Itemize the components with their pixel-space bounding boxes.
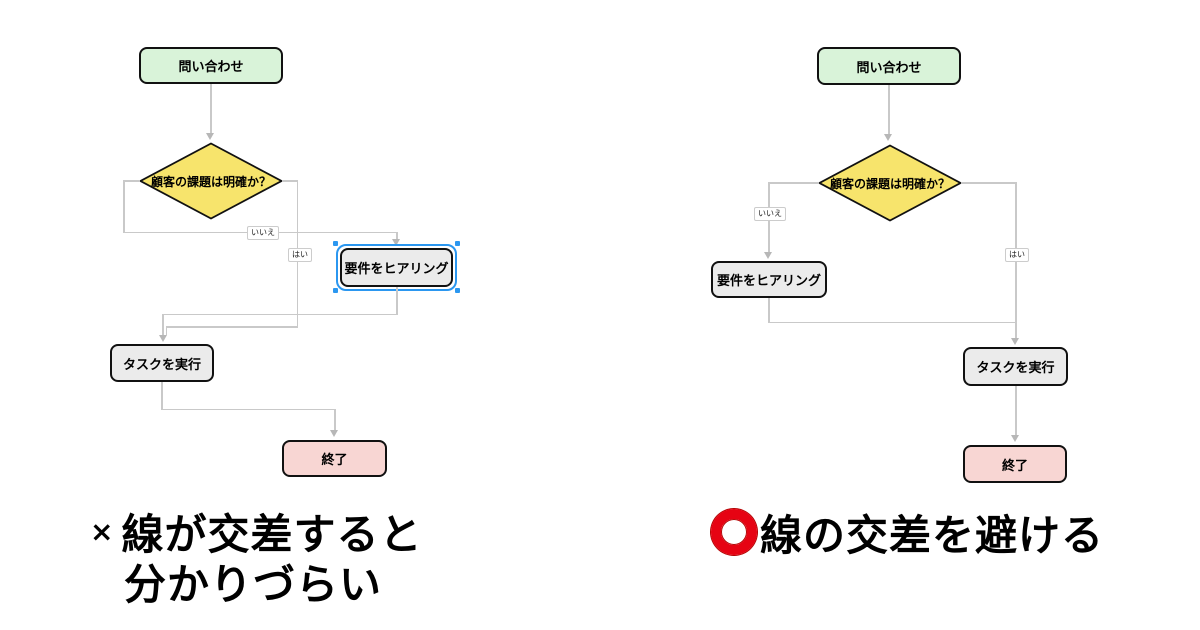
bad-caption-line2: 分かりづらい: [124, 556, 382, 609]
red-circle-icon: [711, 509, 757, 555]
arrowhead-icon: [206, 133, 215, 140]
node-end-label: 終了: [1001, 458, 1028, 474]
arrowhead-icon: [392, 239, 401, 246]
node-end: 終了: [963, 445, 1067, 483]
selection-handle: [455, 288, 460, 293]
node-start: 問い合わせ: [817, 47, 961, 85]
diamond-shape-icon: [818, 144, 962, 222]
node-task: タスクを実行: [110, 344, 214, 382]
node-decision: 顧客の課題は明確か？: [139, 142, 283, 220]
connector-segment: [162, 314, 164, 335]
bad-caption-text2: 分かりづらい: [124, 559, 383, 609]
selection-handle: [333, 241, 338, 246]
selection-handle: [333, 288, 338, 293]
node-hearing: 要件をヒアリング: [711, 261, 827, 298]
connector-segment: [396, 232, 398, 239]
connector-segment: [165, 326, 298, 328]
connector-segment: [165, 327, 168, 335]
connector-segment: [123, 180, 125, 233]
diamond-shape-icon: [139, 142, 283, 220]
connector-segment: [768, 182, 819, 184]
arrowhead-icon: [1011, 338, 1020, 345]
node-start-label: 問い合わせ: [178, 60, 244, 75]
bad-caption-text1: 線が交差すると: [121, 509, 423, 559]
connector-segment: [396, 287, 398, 315]
edge-label-no: いいえ: [754, 207, 786, 221]
node-hearing-label: 要件をヒアリング: [716, 274, 821, 289]
connector-segment: [210, 84, 212, 133]
node-task-label: タスクを実行: [122, 357, 201, 373]
node-decision-label: 顧客の課題は明確か？: [829, 176, 950, 191]
selection-handle: [455, 241, 460, 246]
edge-label-yes: はい: [1005, 248, 1029, 262]
edge-label-no: いいえ: [247, 226, 279, 240]
node-task-label: タスクを実行: [976, 361, 1055, 376]
cross-mark: ×: [90, 514, 114, 548]
arrowhead-icon: [330, 430, 339, 437]
connector-segment: [768, 298, 770, 323]
node-start: 問い合わせ: [139, 47, 283, 84]
arrowhead-icon: [764, 252, 772, 259]
good-caption: 線の交差を避ける: [711, 507, 1104, 560]
connector-segment: [888, 85, 890, 134]
arrowhead-icon: [884, 134, 893, 141]
node-hearing: 要件をヒアリング: [340, 248, 453, 287]
connector-segment: [161, 382, 163, 410]
bad-caption-line1: × 線が交差すると: [90, 506, 422, 559]
node-end: 終了: [282, 440, 387, 477]
arrowhead-icon: [159, 335, 168, 342]
connector-segment: [282, 180, 298, 182]
node-task: タスクを実行: [963, 347, 1068, 386]
edge-label-yes: はい: [288, 248, 312, 262]
connector-segment: [161, 408, 335, 411]
connector-segment: [1015, 386, 1017, 435]
arrowhead-icon: [1011, 435, 1020, 442]
connector-segment: [162, 313, 397, 316]
connector-segment: [334, 409, 336, 430]
connector-segment: [961, 182, 1016, 184]
node-decision: 顧客の課題は明確か？: [818, 144, 962, 222]
good-caption-text: 線の交差を避ける: [760, 510, 1105, 560]
node-decision-label: 顧客の課題は明確か？: [150, 174, 271, 189]
node-end-label: 終了: [321, 453, 348, 468]
node-start-label: 問い合わせ: [856, 60, 922, 76]
node-hearing-label: 要件をヒアリング: [344, 262, 449, 277]
connector-segment: [768, 321, 1017, 324]
connector-segment: [123, 180, 140, 182]
